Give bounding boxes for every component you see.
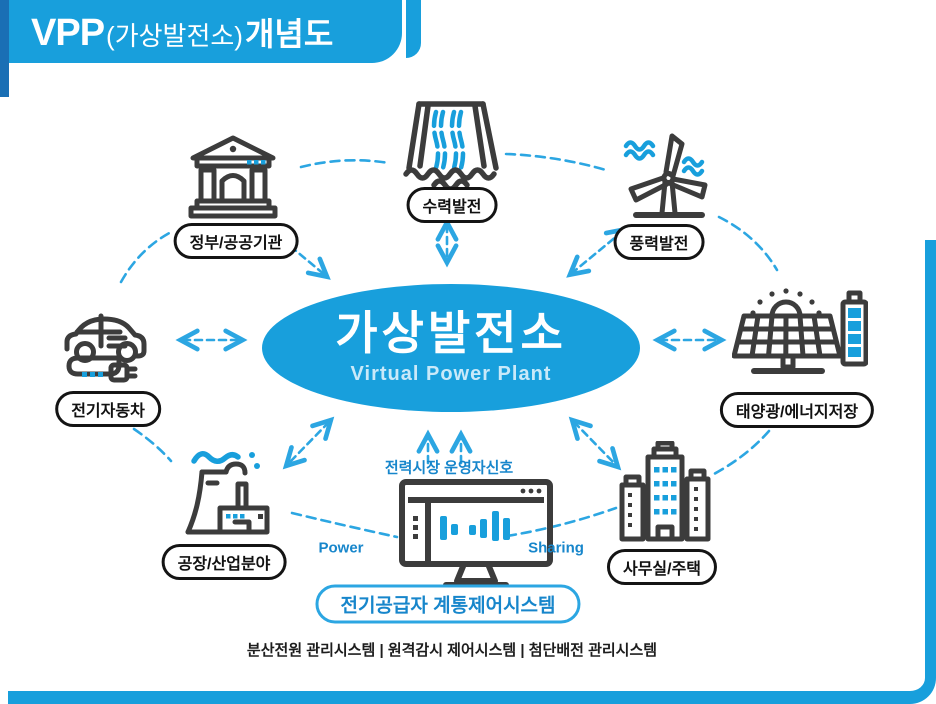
title-suffix: 개념도 xyxy=(244,15,334,52)
vpp-korean-label: 가상발전소 xyxy=(335,307,567,359)
label-wind-power: 풍력발전 xyxy=(613,224,705,260)
page-title: VPP (가상발전소) 개념도 xyxy=(31,9,333,55)
dam-icon xyxy=(398,96,503,195)
label-factory-industry: 공장/산업분야 xyxy=(161,544,287,580)
label-electric-vehicle: 전기자동차 xyxy=(55,391,161,427)
factory-icon xyxy=(178,444,274,545)
electric-car-icon xyxy=(57,291,152,396)
title-vpp: VPP xyxy=(31,11,105,54)
label-solar-storage: 태양광/에너지저장 xyxy=(719,392,875,428)
solar-battery-icon xyxy=(731,286,869,393)
title-paren: (가상발전소) xyxy=(106,20,243,51)
left-accent-stripe xyxy=(0,0,9,97)
office-buildings-icon xyxy=(618,440,712,552)
control-monitor-icon xyxy=(396,478,556,597)
title-banner: VPP (가상발전소) 개념도 xyxy=(9,0,402,63)
page-border-frame xyxy=(8,240,936,704)
power-label: Power xyxy=(318,539,364,557)
grid-control-system-pill: 전기공급자 계통제어시스템 xyxy=(315,584,581,624)
label-hydro-power: 수력발전 xyxy=(406,187,498,223)
label-government: 정부/공공기관 xyxy=(173,223,299,259)
government-building-icon xyxy=(185,133,281,226)
label-office-housing: 사무실/주택 xyxy=(606,549,718,585)
sharing-label: Sharing xyxy=(528,539,584,557)
vpp-english-label: Virtual Power Plant xyxy=(350,363,552,385)
virtual-power-plant-ellipse: 가상발전소 Virtual Power Plant xyxy=(262,284,640,412)
banner-ribbon-tail xyxy=(406,0,421,58)
market-operator-signal-label: 전력시장 운영자신호 xyxy=(384,459,514,477)
wind-turbine-icon xyxy=(610,132,726,225)
system-caption: 분산전원 관리시스템 | 원격감시 제어시스템 | 첨단배전 관리시스템 xyxy=(246,642,658,659)
